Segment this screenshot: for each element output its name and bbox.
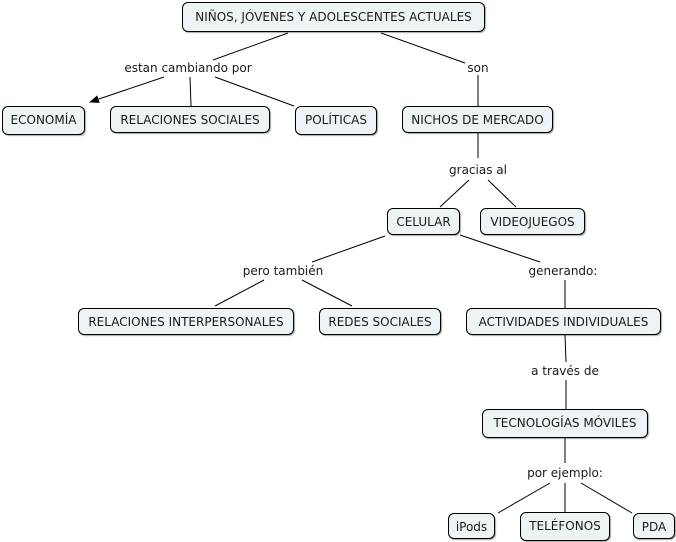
concept-videojuegos[interactable]: VIDEOJUEGOS bbox=[480, 208, 585, 235]
link-estan-cambiando-to-economia bbox=[89, 76, 165, 103]
linking-phrase-son[interactable]: son bbox=[465, 61, 491, 75]
linking-phrase-estan-cambiando-por[interactable]: estan cambiando por bbox=[122, 61, 254, 75]
concept-redes-sociales[interactable]: REDES SOCIALES bbox=[319, 308, 441, 335]
link-root-to-son bbox=[380, 32, 466, 64]
link-celular-to-pero-tambien bbox=[311, 235, 386, 263]
link-estan-cambiando-to-politicas bbox=[214, 76, 295, 107]
concept-economia[interactable]: ECONOMÍA bbox=[2, 106, 85, 135]
linking-phrase-generando[interactable]: generando: bbox=[526, 264, 600, 278]
linking-phrase-por-ejemplo[interactable]: por ejemplo: bbox=[525, 466, 605, 480]
link-por-ejemplo-to-ipods bbox=[497, 482, 551, 514]
linking-phrase-gracias-al[interactable]: gracias al bbox=[447, 163, 509, 177]
concept-relaciones-sociales[interactable]: RELACIONES SOCIALES bbox=[110, 106, 270, 133]
concept-relaciones-interpersonales[interactable]: RELACIONES INTERPERSONALES bbox=[78, 308, 294, 335]
link-pero-tambien-to-redes-sociales bbox=[301, 279, 353, 307]
concept-tecnologias-moviles[interactable]: TECNOLOGÍAS MÓVILES bbox=[482, 409, 648, 438]
link-pero-tambien-to-relaciones-interpersonales bbox=[214, 279, 265, 307]
concept-celular[interactable]: CELULAR bbox=[387, 208, 460, 235]
concept-politicas[interactable]: POLÍTICAS bbox=[295, 106, 377, 135]
link-celular-to-generando bbox=[459, 234, 541, 263]
linking-phrase-pero-tambien[interactable]: pero también bbox=[240, 264, 326, 278]
link-estan-cambiando-to-relaciones-sociales bbox=[189, 76, 192, 107]
concept-ninos-jovenes-adolescentes[interactable]: NIÑOS, JÓVENES Y ADOLESCENTES ACTUALES bbox=[182, 2, 485, 32]
link-root-to-estan-cambiando bbox=[212, 32, 289, 61]
link-por-ejemplo-to-pda bbox=[580, 482, 633, 514]
concept-nichos-de-mercado[interactable]: NICHOS DE MERCADO bbox=[402, 106, 553, 133]
concept-actividades-individuales[interactable]: ACTIVIDADES INDIVIDUALES bbox=[466, 308, 661, 335]
concept-ipods[interactable]: iPods bbox=[448, 513, 495, 539]
link-gracias-al-to-videojuegos bbox=[487, 179, 517, 208]
link-gracias-al-to-celular bbox=[439, 179, 470, 208]
link-actividades-to-a-traves-de bbox=[564, 334, 567, 363]
linking-phrase-a-traves-de[interactable]: a través de bbox=[529, 364, 601, 378]
concept-telefonos[interactable]: TELÉFONOS bbox=[520, 512, 610, 541]
concept-pda[interactable]: PDA bbox=[633, 513, 675, 539]
